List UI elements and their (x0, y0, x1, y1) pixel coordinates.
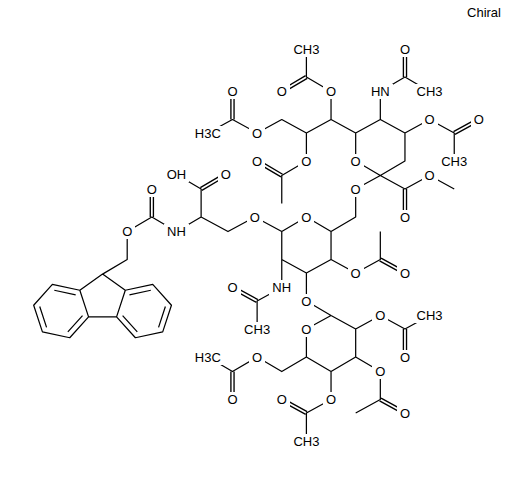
atom-label: O (298, 322, 314, 337)
atom-label: O (298, 210, 314, 225)
atom-label: O (372, 364, 388, 379)
atom-label: O (247, 210, 263, 225)
atom-label: O (274, 392, 290, 407)
atom-label: O (323, 84, 339, 99)
atom-label: CH3 (438, 154, 470, 169)
single-bonds (34, 49, 455, 441)
atom-label: O (274, 84, 290, 99)
atom-label: O (397, 210, 413, 225)
atom-label: O (119, 224, 135, 239)
atom-label: O (348, 182, 364, 197)
atom-label: CH3 (290, 434, 322, 449)
atom-label: O (471, 112, 487, 127)
atom-label: O (224, 392, 240, 407)
atom-label: O (323, 392, 339, 407)
atom-label: CH3 (241, 322, 273, 337)
atom-label: O (397, 42, 413, 57)
atom-label: O (249, 126, 265, 141)
atom-label: H3C (192, 126, 224, 141)
atom-label: O (422, 168, 438, 183)
chiral-flag: Chiral (464, 5, 504, 20)
atom-label: O (397, 406, 413, 421)
atom-label: NH (164, 224, 189, 239)
atom-label: CH3 (414, 84, 446, 99)
double-bond-outer (152, 49, 479, 413)
atom-label: O (298, 294, 314, 309)
atom-label: O (397, 350, 413, 365)
atom-label: O (249, 350, 265, 365)
atom-label: O (249, 154, 265, 169)
double-bond-inner (152, 49, 479, 413)
atom-label: O (144, 182, 160, 197)
atom-label: O (224, 84, 240, 99)
atom-label: H3C (192, 350, 224, 365)
atom-label: O (218, 167, 234, 182)
atom-label: O (224, 280, 240, 295)
atom-label: O (422, 112, 438, 127)
atom-label: O (298, 154, 314, 169)
atom-label: OH (164, 167, 190, 182)
atom-label: O (397, 266, 413, 281)
atom-label: O (372, 308, 388, 323)
atom-label: CH3 (414, 308, 446, 323)
atom-label: CH3 (290, 42, 322, 57)
atom-label: O (348, 266, 364, 281)
atom-label: NH (269, 280, 294, 295)
atom-label: O (348, 154, 364, 169)
atom-label: HN (368, 84, 393, 99)
